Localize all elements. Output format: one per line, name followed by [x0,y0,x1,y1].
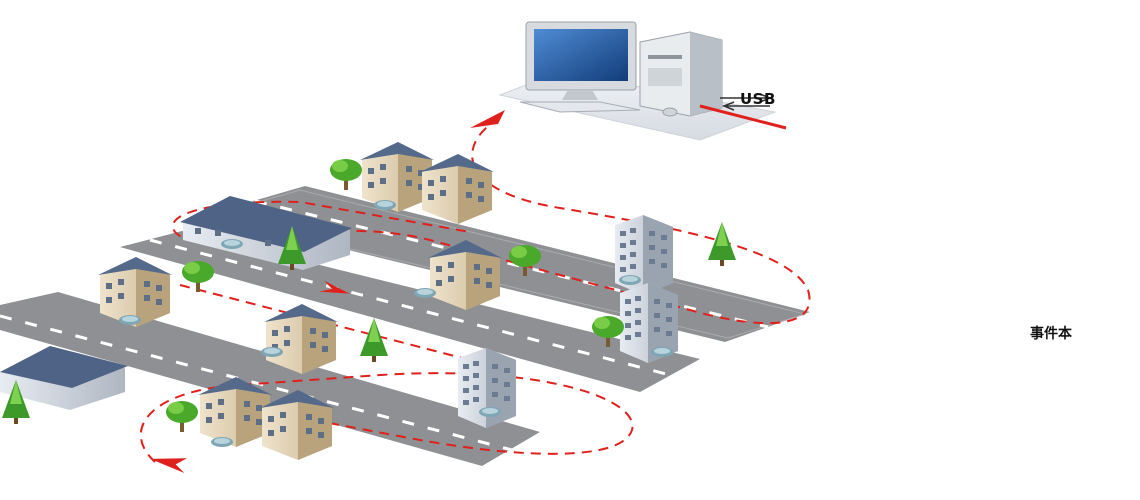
patrol-route-lower [139,284,634,463]
road-3 [0,292,540,466]
building-long-left [180,196,352,270]
road-2 [120,231,700,392]
building-mid-left [98,257,214,327]
route-arrows [150,110,512,474]
patrol-route-upper [172,117,811,325]
usb-label: USB [740,90,776,108]
computer-icon [519,21,723,117]
computer-station [498,21,787,141]
building-bottom-left [0,346,334,460]
event-book-label: 事件本 [1030,326,1072,342]
